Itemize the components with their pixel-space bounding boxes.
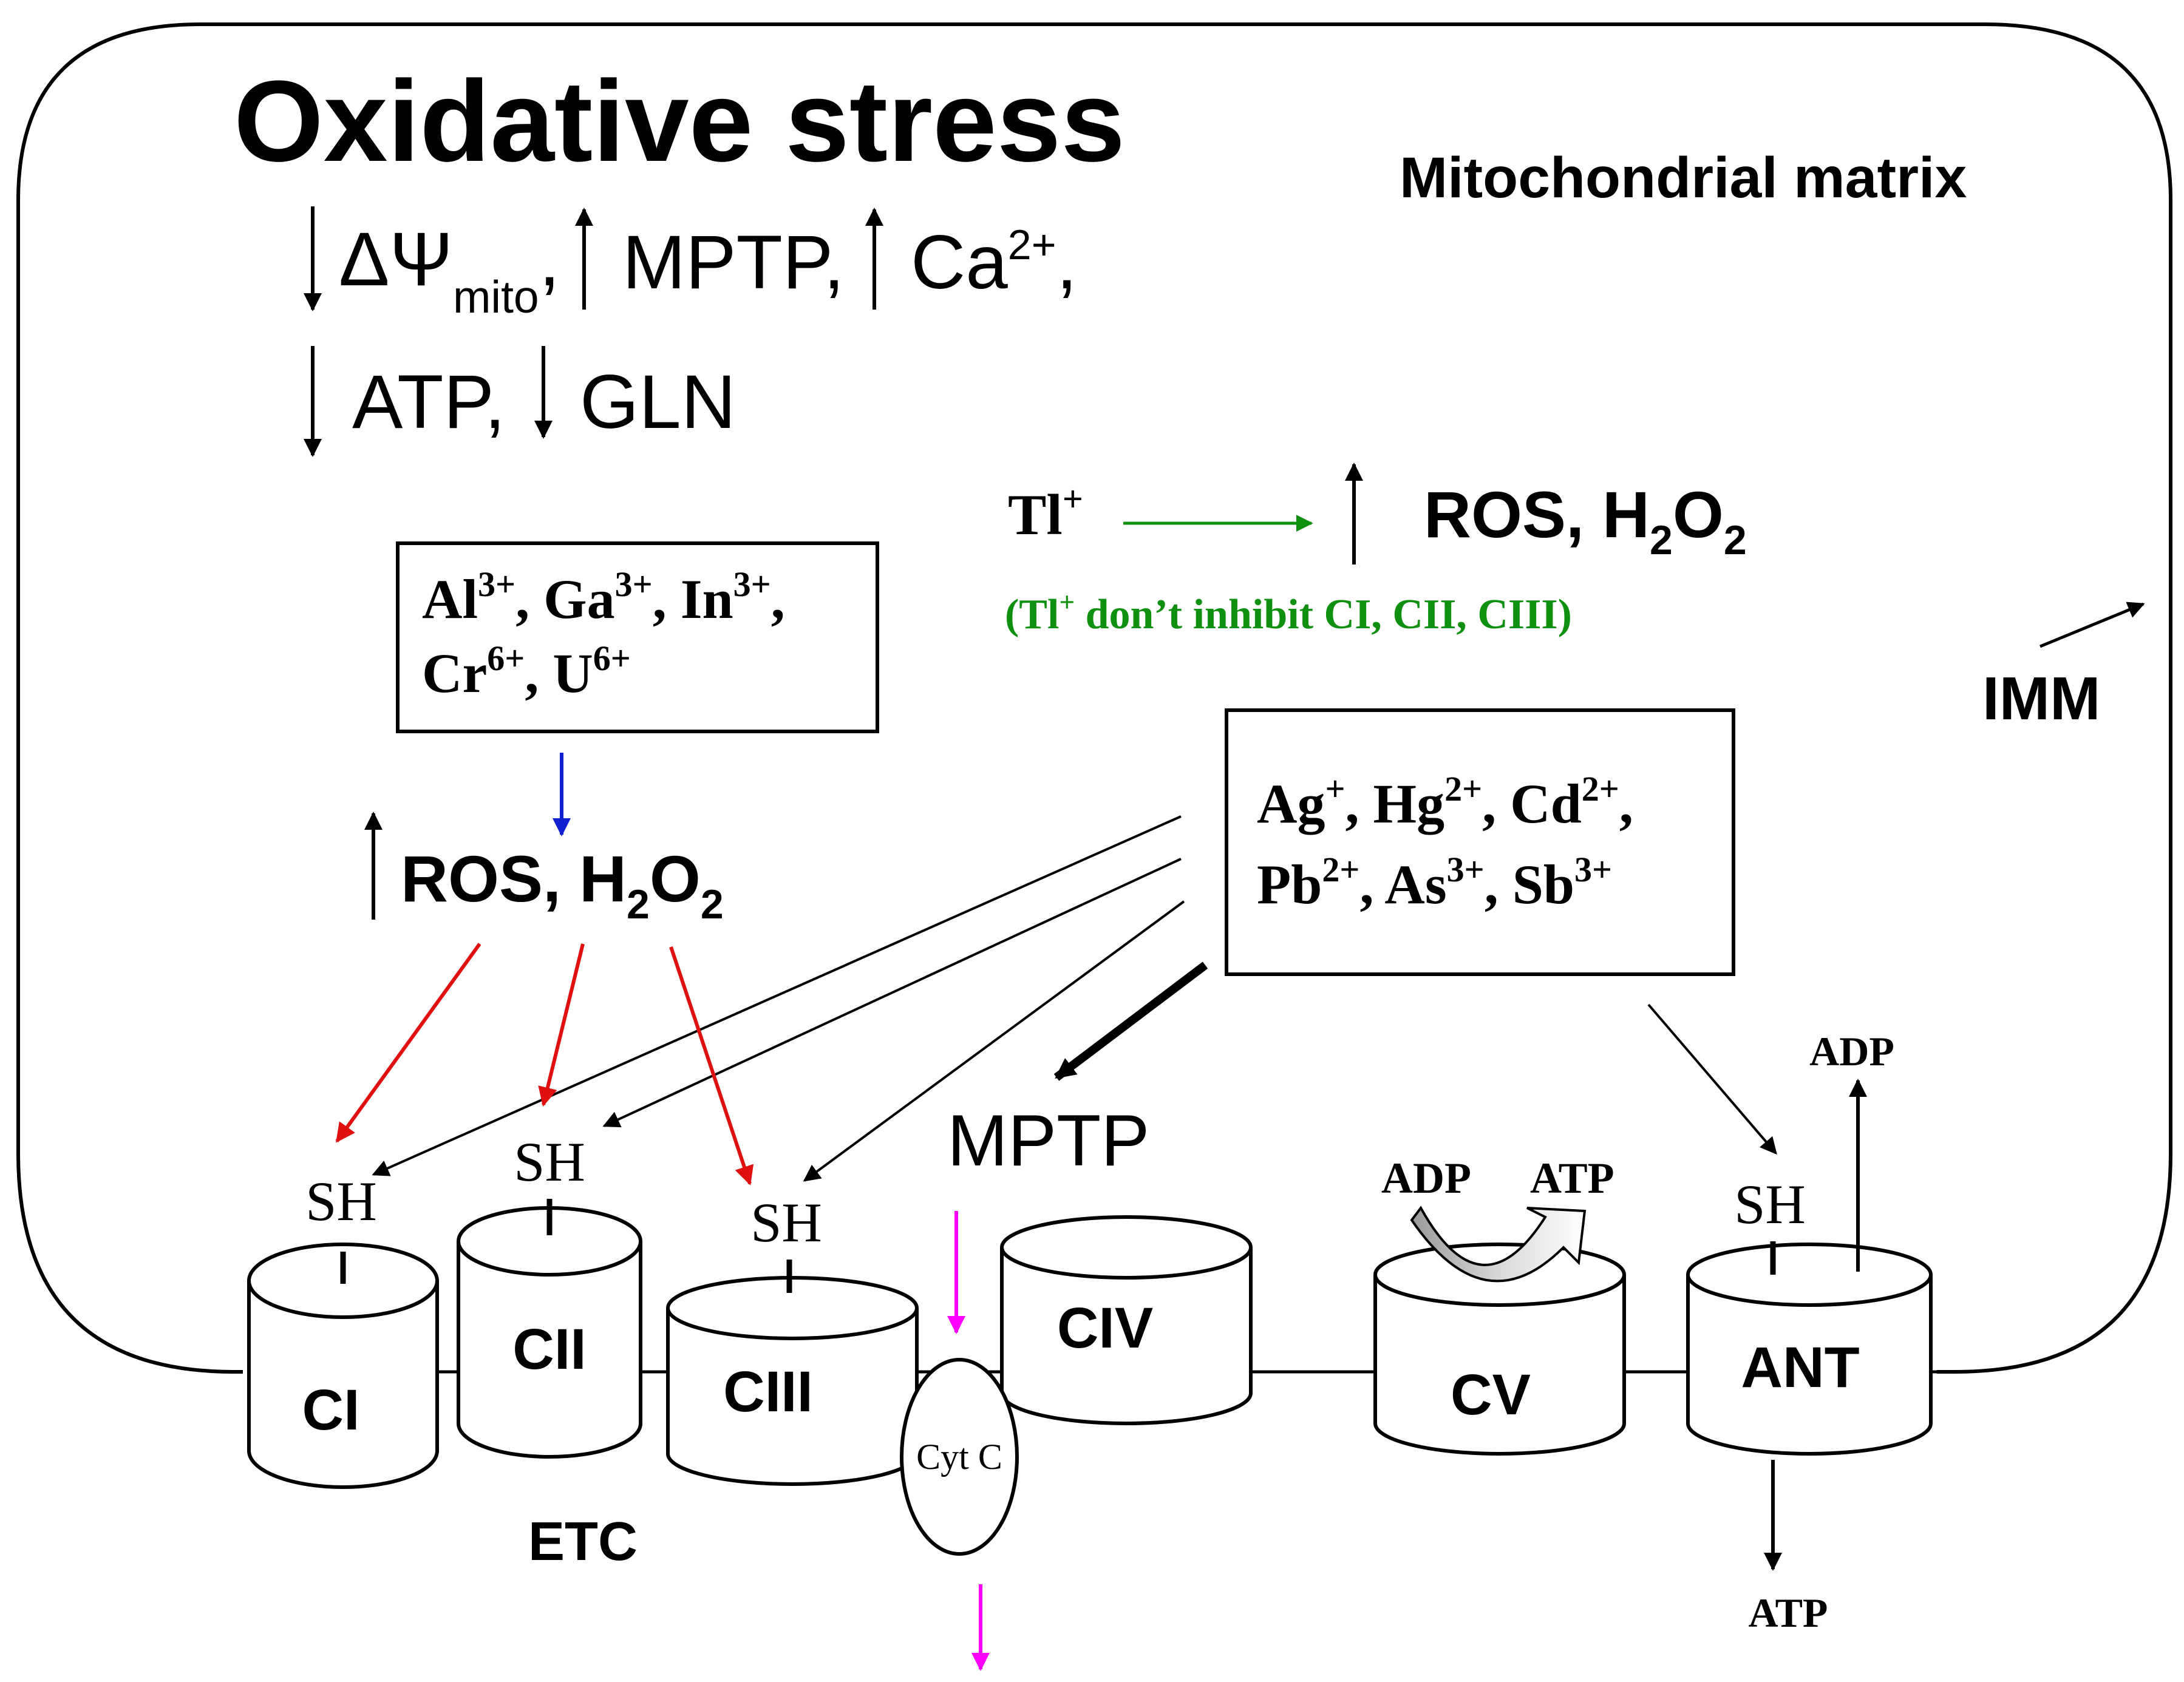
cytochrome-c-label: Cyt C: [916, 1437, 1002, 1477]
cytochrome-c: Cyt C: [900, 1358, 1019, 1556]
group-b-to-ci-arrow: [372, 815, 1182, 1176]
mptp-label: MPTP: [947, 1100, 1149, 1181]
atp-effect-text: ATP,: [352, 360, 505, 444]
ant-atp-label: ATP: [1749, 1590, 1828, 1636]
complex-iii: CIII: [666, 1276, 919, 1486]
group-b-to-ant-arrow: [1647, 1003, 1777, 1155]
etc-label: ETC: [528, 1511, 638, 1572]
cv-atp-label: ATP: [1530, 1154, 1614, 1202]
imm-pointer-arrow: [2039, 602, 2145, 648]
title: Oxidative stress: [234, 57, 1125, 186]
metal-group-a-box: [396, 541, 879, 733]
group-b-to-cii-arrow: [602, 858, 1182, 1128]
metal-group-a-line1: Al3+, Ga3+, In3+,: [422, 565, 785, 630]
adenine-nucleotide-translocase: ANT: [1686, 1243, 1933, 1456]
complex-i-label: CI: [302, 1378, 360, 1442]
ros-left-label: ROS, H2O2: [401, 842, 724, 927]
complex-i: CI: [247, 1243, 439, 1489]
ciii-sh-label: SH: [750, 1192, 822, 1253]
group-b-to-mptp-arrow: [1053, 961, 1208, 1081]
cv-adp-label: ADP: [1381, 1154, 1471, 1202]
thallium-label: Tl+: [1008, 479, 1083, 547]
complex-ii-label: CII: [512, 1317, 586, 1382]
metal-group-b-box: [1225, 708, 1735, 976]
ros-to-ciii-arrow: [669, 946, 754, 1186]
cii-sh-label: SH: [514, 1131, 585, 1193]
metal-group-b-line1: Ag+, Hg2+, Cd2+,: [1257, 769, 1633, 835]
ant-sh-label: SH: [1734, 1173, 1806, 1235]
complex-iii-label: CIII: [723, 1360, 813, 1424]
ant-label: ANT: [1741, 1335, 1859, 1400]
group-b-to-ciii-arrow: [803, 900, 1185, 1182]
ros-right-label: ROS, H2O2: [1424, 478, 1747, 563]
imm-label: IMM: [1982, 665, 2100, 733]
ros-to-cii-arrow: [538, 943, 585, 1107]
matrix-label: Mitochondrial matrix: [1400, 146, 1967, 210]
ci-sh-label: SH: [305, 1170, 377, 1232]
mito-potential-text: ΔΨmito,: [339, 217, 560, 322]
complex-ii: CII: [457, 1206, 642, 1459]
mptp-effect-text: MPTP,: [622, 220, 845, 305]
complex-iv-label: CIV: [1057, 1296, 1153, 1360]
gln-effect-text: GLN: [580, 360, 736, 444]
complex-iv: CIV: [1000, 1215, 1253, 1425]
metal-group-b-line2: Pb2+, As3+, Sb3+: [1257, 850, 1612, 915]
cv-adp-atp-curved-arrow: [1410, 1206, 1587, 1283]
metal-group-a-line2: Cr6+, U6+: [422, 639, 631, 704]
complex-v-label: CV: [1451, 1363, 1531, 1427]
inner-membrane-outline: [16, 22, 2172, 1374]
ant-adp-label: ADP: [1809, 1028, 1894, 1074]
ca-effect-text: Ca2+,: [911, 220, 1077, 305]
thallium-note: (Tl+ don’t inhibit CI, CII, CIII): [1005, 587, 1572, 638]
ros-to-ci-arrow: [335, 943, 481, 1143]
